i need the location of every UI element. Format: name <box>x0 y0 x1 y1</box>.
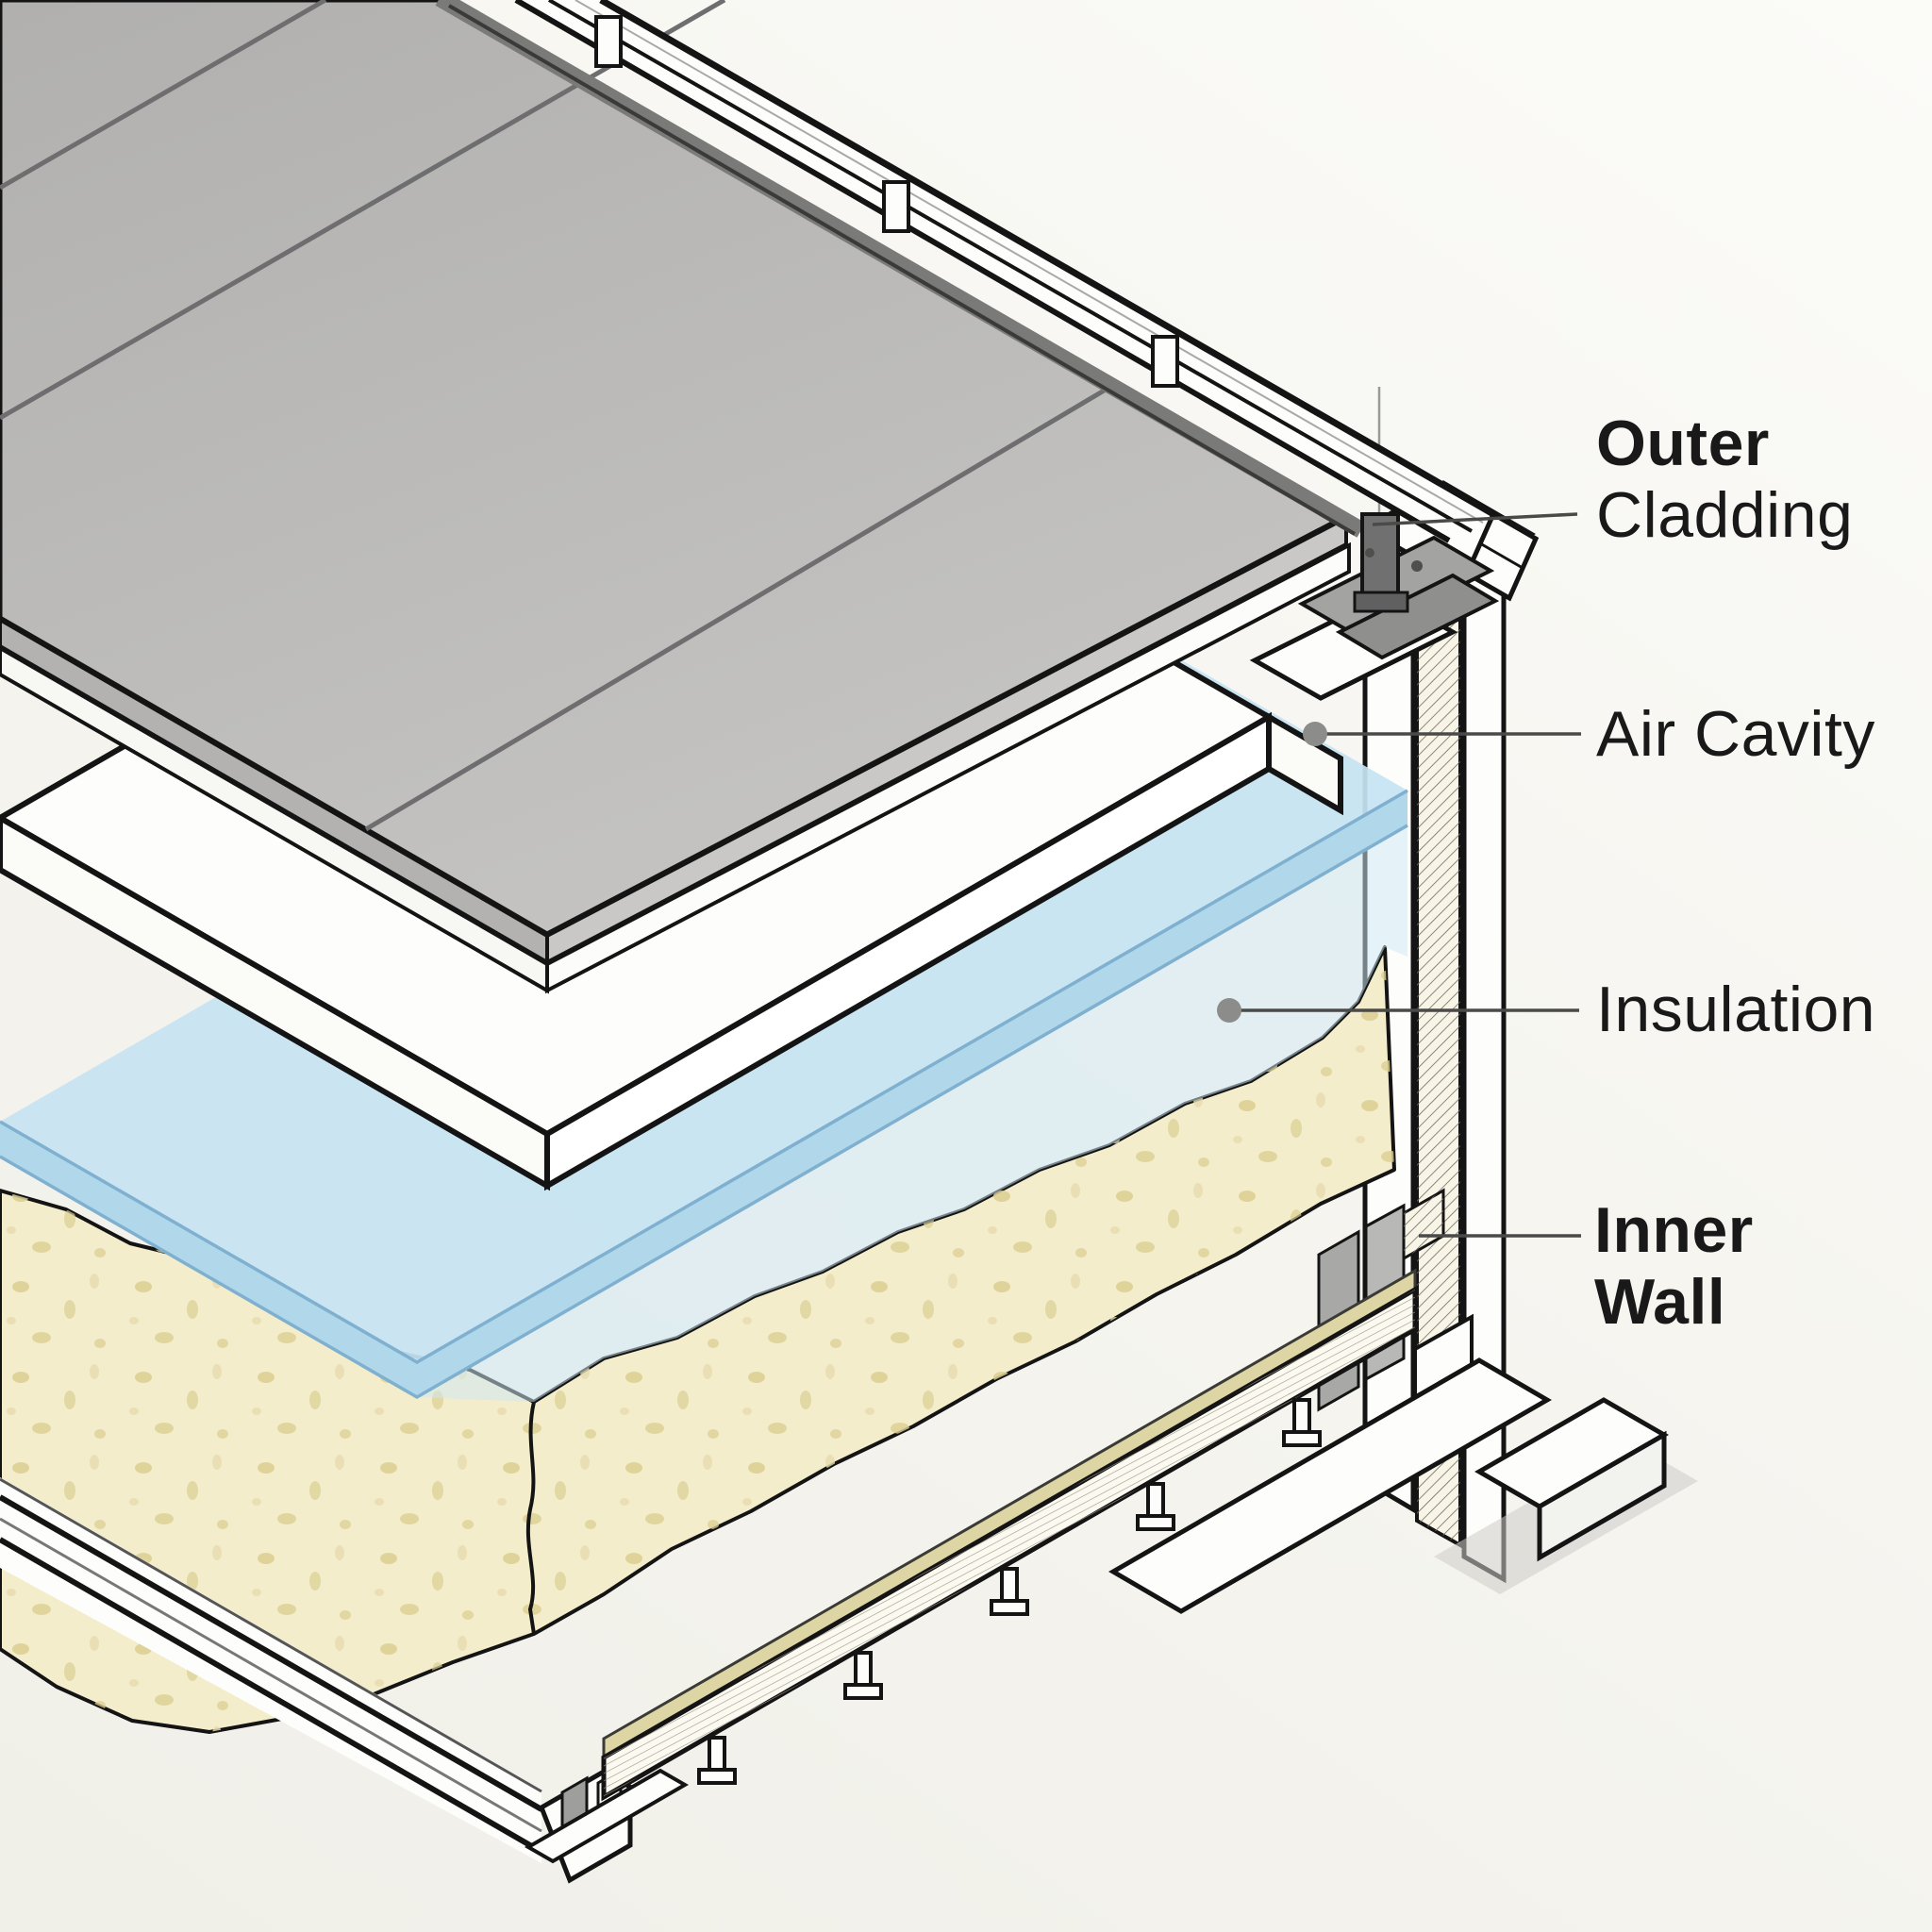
label-outer-cladding-line1: Outer <box>1596 408 1770 479</box>
insulation-top-edge-line <box>0 789 1408 1365</box>
bottom-rail-end-bracket <box>525 1767 689 1884</box>
rail-post <box>1151 335 1179 388</box>
t-clip <box>697 1736 737 1785</box>
label-inner-wall: Inner Wall <box>1594 1194 1754 1338</box>
panel-seam <box>0 0 726 421</box>
sill-block-front <box>1537 1430 1667 1562</box>
cladding-bracket <box>1249 512 1500 701</box>
t-clip <box>843 1651 883 1700</box>
mineral-wool-texture <box>0 947 1394 1732</box>
rail-post <box>882 180 910 233</box>
label-insulation: Insulation <box>1596 974 1875 1045</box>
t-clip <box>1282 1398 1322 1447</box>
t-clip <box>990 1567 1029 1616</box>
wall-column-hatching <box>1417 530 1460 1545</box>
label-outer-cladding: Outer Cladding <box>1596 408 1853 551</box>
bolt <box>1365 548 1374 558</box>
inner-board-hatching <box>604 1290 1415 1797</box>
cladding-clip-foot <box>1353 591 1409 613</box>
panel-top-profile <box>435 0 1366 538</box>
leader-dot-air-cavity <box>1303 722 1327 746</box>
sill-assembly <box>1108 1357 1698 1614</box>
sill-plank <box>1108 1357 1552 1614</box>
panel-surface <box>0 0 1350 937</box>
bottom-rail <box>0 1477 689 1884</box>
label-inner-wall-line2: Wall <box>1594 1266 1726 1338</box>
rail-post <box>594 15 623 68</box>
label-insulation-text: Insulation <box>1596 974 1876 1045</box>
mineral-wool-corner-edge <box>525 1401 536 1635</box>
insulation-bottom-edge-line <box>0 824 1408 1400</box>
insulation-right-edge-face <box>417 791 1407 1397</box>
bolt <box>1411 560 1423 572</box>
inner-wall-board <box>601 1268 1418 1802</box>
label-outer-cladding-line2: Cladding <box>1596 479 1854 551</box>
t-clip <box>1136 1482 1175 1531</box>
bracket-step <box>1335 573 1500 660</box>
label-air-cavity: Air Cavity <box>1596 698 1875 770</box>
outer-cladding-panels <box>0 0 1366 994</box>
leaders <box>1229 512 1581 1238</box>
insulation-left-edge-face <box>0 1122 417 1397</box>
board-clips <box>697 1398 1322 1785</box>
cladding-clip <box>1360 512 1400 606</box>
panel-seam <box>364 381 1117 832</box>
label-inner-wall-line1: Inner <box>1594 1194 1754 1266</box>
leader-line-outer-cladding <box>1372 512 1578 526</box>
leader-dot-insulation <box>1217 998 1241 1023</box>
top-rail <box>514 0 1540 602</box>
panel-top-profile-line <box>447 4 1357 536</box>
panel-seam <box>0 0 327 191</box>
label-air-cavity-text: Air Cavity <box>1596 698 1875 770</box>
